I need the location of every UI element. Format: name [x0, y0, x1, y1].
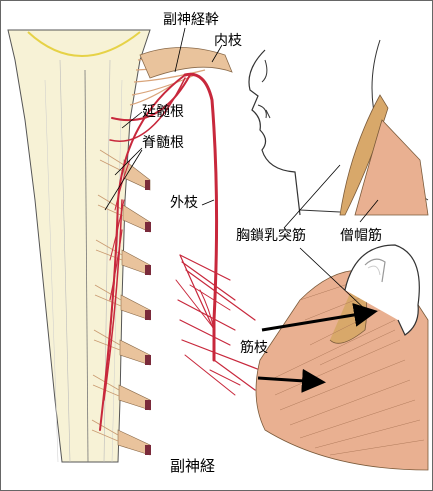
label-muscular-branch: 筋枝 [240, 340, 268, 356]
label-leader-lines [104, 27, 379, 313]
arrow-trapezius-icon [257, 368, 326, 393]
spinal-cord [7, 29, 151, 463]
spinal-rootlets [91, 149, 151, 456]
label-trapezius: 僧帽筋 [340, 228, 382, 244]
label-accessory-trunk: 副神経幹 [163, 12, 219, 28]
label-sternocleidomastoid: 胸鎖乳突筋 [236, 228, 306, 244]
label-internal-branch: 内枝 [214, 33, 242, 49]
head-profile-upper [248, 30, 429, 216]
caption-accessory-nerve: 副神経 [170, 457, 216, 475]
trapezius-illustration [255, 244, 429, 471]
accessory-nerve-fibers [99, 72, 261, 431]
label-cranial-root: 延髄根 [142, 104, 184, 120]
arrow-sternocleidomastoid-icon [261, 303, 378, 332]
label-spinal-root: 脊髄根 [142, 135, 184, 151]
brainstem-nerve-bundle [139, 47, 233, 79]
label-external-branch: 外枝 [170, 195, 198, 211]
